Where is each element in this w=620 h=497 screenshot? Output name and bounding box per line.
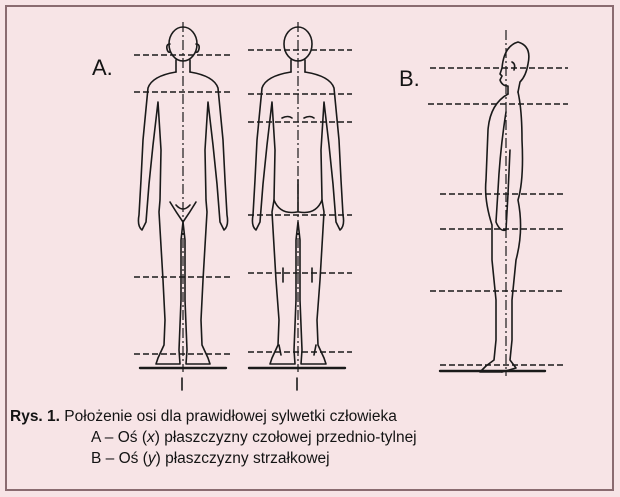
caption-line-a-pre: A – Oś ( [91, 429, 147, 446]
caption-line-b-pre: B – Oś ( [91, 450, 148, 467]
caption-line-a-axis: x [147, 429, 155, 446]
caption-line-b: B – Oś (y) płaszczyzny strzałkowej [10, 448, 417, 469]
caption-line-b-post: ) płaszczyzny strzałkowej [156, 450, 330, 467]
side-view-figure [480, 42, 529, 372]
caption-title: Położenie osi dla prawidłowej sylwetki c… [64, 408, 397, 425]
figure-caption: Rys. 1. Położenie osi dla prawidłowej sy… [10, 406, 417, 469]
label-a: A. [92, 55, 113, 81]
caption-line-a-post: ) płaszczyzny czołowej przednio-tylnej [155, 429, 417, 446]
label-b: B. [399, 66, 420, 92]
caption-title-line: Rys. 1. Położenie osi dla prawidłowej sy… [10, 406, 417, 427]
caption-line-a: A – Oś (x) płaszczyzny czołowej przednio… [10, 427, 417, 448]
caption-line-b-axis: y [148, 450, 156, 467]
caption-prefix: Rys. 1. [10, 408, 60, 425]
